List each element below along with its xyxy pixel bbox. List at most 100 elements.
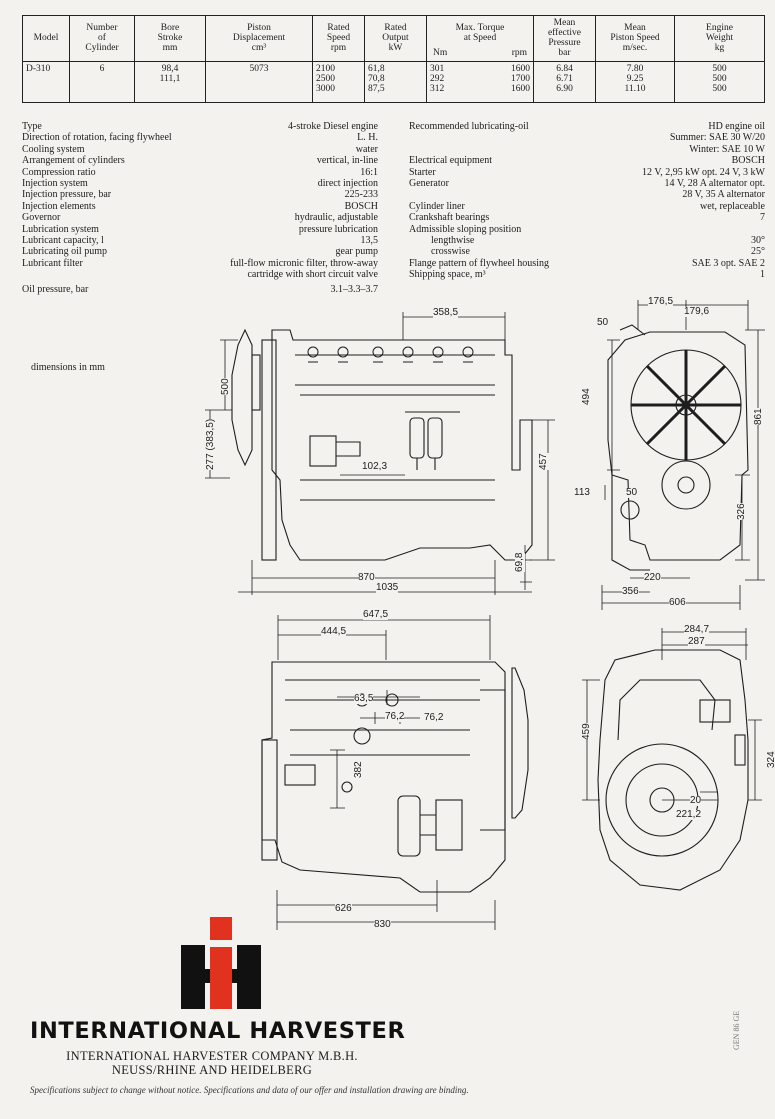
dimension-label: 50 bbox=[597, 317, 609, 328]
spec-label: crosswise bbox=[431, 246, 470, 258]
spec-row: Winter: SAE 10 W bbox=[409, 144, 765, 155]
spec-label: Cylinder liner bbox=[409, 200, 465, 212]
spec-label: Starter bbox=[409, 166, 436, 178]
spec-row: Admissible sloping position bbox=[409, 224, 765, 235]
dimension-label: 494 bbox=[581, 388, 592, 405]
spec-label: Cooling system bbox=[22, 143, 85, 155]
dimension-label: 382 bbox=[353, 761, 364, 778]
engine-front-view-top bbox=[601, 300, 765, 610]
spec-value: L. H. bbox=[357, 132, 378, 144]
spec-value: BOSCH bbox=[344, 200, 378, 212]
dimension-label: 63,5 bbox=[354, 693, 374, 704]
spec-label: Injection system bbox=[22, 178, 88, 190]
spec-value: 28 V, 35 A alternator bbox=[682, 189, 765, 201]
spec-value: HD engine oil bbox=[708, 121, 765, 132]
document-code: GEN 86 GE bbox=[732, 1010, 741, 1050]
dimension-label: 861 bbox=[753, 408, 764, 425]
dimension-label: 870 bbox=[358, 572, 375, 583]
spec-value: 225-233 bbox=[344, 189, 378, 201]
dimension-label: 1035 bbox=[376, 582, 399, 593]
dimension-label: 176,5 bbox=[648, 296, 674, 307]
spec-label: Governor bbox=[22, 212, 61, 224]
spec-label: Shipping space, m³ bbox=[409, 269, 486, 281]
dimension-label: 220 bbox=[644, 572, 661, 583]
dimension-label: 647,5 bbox=[363, 609, 389, 620]
spec-label: Recommended lubricating-oil bbox=[409, 121, 529, 132]
cell-cylinders: 6 bbox=[69, 60, 135, 104]
spec-value: wet, replaceable bbox=[700, 200, 765, 212]
spec-value: 3.1–3.3–3.7 bbox=[330, 283, 379, 295]
spec-value: 4-stroke Diesel engine bbox=[288, 121, 378, 132]
spec-value: full-flow micronic filter, throw-away bbox=[230, 257, 378, 269]
spec-row: Oil pressure, bar 3.1–3.3–3.7 bbox=[22, 284, 378, 295]
dimension-label: 102,3 bbox=[362, 461, 388, 472]
spec-value: 30° bbox=[751, 235, 765, 247]
dimension-label: 179,6 bbox=[684, 306, 710, 317]
spec-row: Injection elements BOSCH bbox=[22, 201, 378, 212]
spec-row: Lubrication system pressure lubrication bbox=[22, 224, 378, 235]
spec-label: Direction of rotation, facing flywheel bbox=[22, 132, 172, 144]
spec-value: 12 V, 2,95 kW opt. 24 V, 3 kW bbox=[642, 166, 765, 178]
dimension-label: 221,2 bbox=[676, 809, 702, 820]
spec-label: Injection elements bbox=[22, 200, 96, 212]
spec-value: BOSCH bbox=[731, 155, 765, 167]
dimension-label: 50 bbox=[626, 487, 638, 498]
spec-value: vertical, in-line bbox=[316, 155, 378, 167]
spec-value: 13,5 bbox=[360, 235, 379, 247]
dimension-label: 356 bbox=[622, 586, 639, 597]
dimension-label: 20 bbox=[690, 795, 702, 806]
spec-value: gear pump bbox=[335, 246, 379, 258]
spec-label: Admissible sloping position bbox=[409, 223, 522, 235]
spec-label: Crankshaft bearings bbox=[409, 212, 490, 224]
spec-row: cartridge with short circuit valve bbox=[22, 269, 378, 280]
dimension-label: 830 bbox=[374, 919, 391, 930]
spec-value: 1 bbox=[760, 269, 765, 281]
dimension-label: 284,7 bbox=[684, 624, 710, 635]
col-model: Model bbox=[22, 15, 70, 62]
engine-side-view-top bbox=[205, 312, 555, 595]
spec-value: 7 bbox=[760, 212, 765, 224]
brand-name: INTERNATIONAL HARVESTER bbox=[30, 1018, 406, 1044]
dimension-label: 69,8 bbox=[514, 552, 525, 572]
spec-value: 25° bbox=[751, 246, 765, 258]
spec-label: Oil pressure, bar bbox=[22, 283, 89, 295]
spec-label: Injection pressure, bar bbox=[22, 189, 112, 201]
company-address: INTERNATIONAL HARVESTER COMPANY M.B.H. N… bbox=[66, 1049, 358, 1077]
engine-side-view-bottom bbox=[261, 615, 529, 930]
dimension-label: 76,2 bbox=[385, 711, 405, 722]
spec-value: cartridge with short circuit valve bbox=[247, 269, 378, 281]
disclaimer: Specifications subject to change without… bbox=[30, 1085, 469, 1095]
spec-label: Lubricating oil pump bbox=[22, 246, 107, 258]
dimension-label: 500 bbox=[220, 378, 231, 395]
engine-rear-view bbox=[582, 628, 762, 891]
spec-value: 16:1 bbox=[360, 166, 378, 178]
dimension-label: 459 bbox=[581, 723, 592, 740]
spec-row: Lubricating oil pump gear pump bbox=[22, 246, 378, 257]
spec-label: Lubrication system bbox=[22, 223, 99, 235]
spec-row: Starter 12 V, 2,95 kW opt. 24 V, 3 kW bbox=[409, 167, 765, 178]
spec-label: Generator bbox=[409, 178, 449, 190]
dimension-label: 444,5 bbox=[321, 626, 347, 637]
specs-list-right: Recommended lubricating-oil HD engine oil… bbox=[409, 121, 765, 281]
spec-value: pressure lubrication bbox=[298, 223, 378, 235]
